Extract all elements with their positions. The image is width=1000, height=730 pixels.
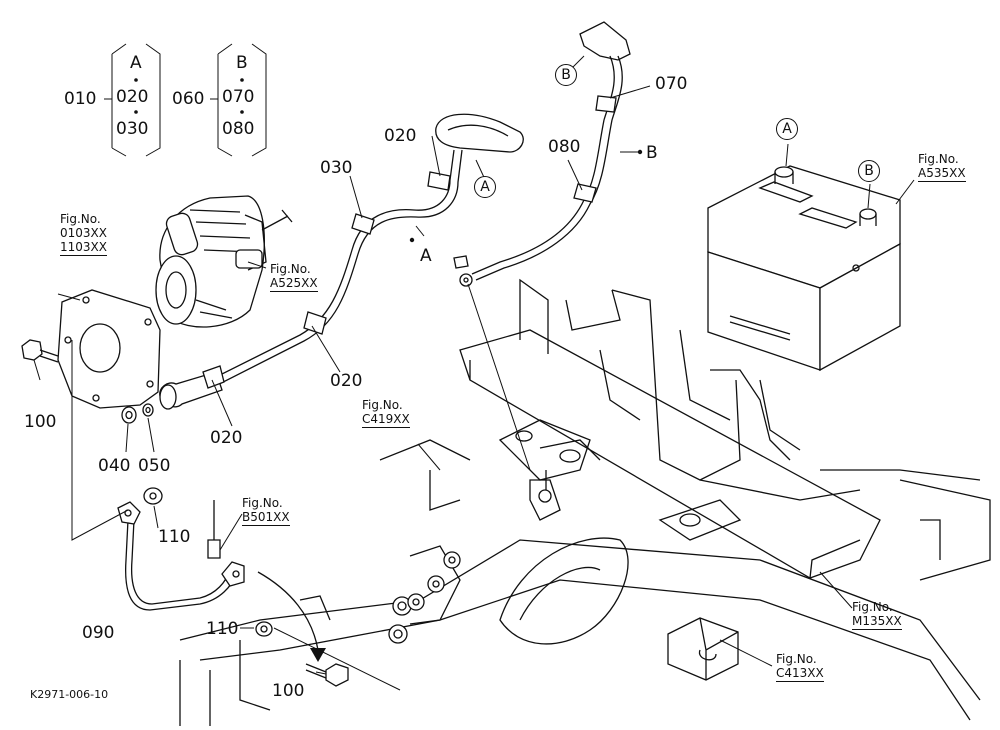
cable-b [453, 21, 631, 287]
callout-090: 090 [82, 623, 115, 643]
group-010-bracket [104, 43, 161, 157]
battery [707, 165, 901, 372]
bolt-100-left [21, 339, 59, 363]
circle-marker-a-cable: A [474, 176, 496, 198]
callout-050: 050 [138, 456, 171, 476]
callout-100-left: 100 [24, 412, 57, 432]
callout-030: 030 [320, 158, 353, 178]
callout-020-low: 020 [210, 428, 243, 448]
callout-100-bottom: 100 [272, 681, 305, 701]
starter-motor [155, 195, 293, 328]
nuts-110 [143, 487, 273, 637]
install-arrow [257, 571, 319, 651]
callout-020-top: 020 [384, 126, 417, 146]
letter-a-cable: A [420, 246, 432, 266]
bolt-100-bottom [305, 663, 349, 687]
group-010-letter: A [130, 53, 142, 73]
letter-b-cable: B [646, 143, 658, 163]
letter-b-cable-dot [637, 149, 643, 155]
fig-ref-starter: Fig.No. A525XX [270, 262, 318, 292]
callout-110-lower: 110 [206, 619, 239, 639]
callout-020-mid: 020 [330, 371, 363, 391]
group-010-code: 010 [64, 89, 97, 109]
fig-ref-battery: Fig.No. A535XX [918, 152, 966, 182]
washers-040-050 [121, 403, 154, 424]
fig-ref-engine-plate: Fig.No. 0103XX 1103XX [60, 212, 107, 256]
circle-marker-b-battery: B [858, 160, 880, 182]
letter-a-cable-dot [409, 237, 415, 243]
engine-plate [57, 289, 161, 409]
group-060-bracket [210, 43, 267, 157]
frame-fasteners [388, 551, 461, 644]
ground-cable-090 [117, 501, 245, 611]
circle-marker-b-cable: B [555, 64, 577, 86]
cable-a [159, 113, 524, 410]
fig-ref-battery-holder: Fig.No. C413XX [776, 652, 824, 682]
group-060-code: 060 [172, 89, 205, 109]
fig-ref-frame: Fig.No. M135XX [852, 600, 902, 630]
callout-040: 040 [98, 456, 131, 476]
fig-ref-ground-wire: Fig.No. B501XX [242, 496, 290, 526]
fig-ref-frame-bracket: Fig.No. C419XX [362, 398, 410, 428]
ground-wire-connector [207, 500, 221, 559]
callout-070: 070 [655, 74, 688, 94]
battery-holder [667, 617, 739, 681]
callout-080: 080 [548, 137, 581, 157]
leader-lines [33, 55, 915, 691]
group-060-letter: B [236, 53, 248, 73]
group-010-part-1: 020 [116, 87, 149, 107]
diagram-code: K2971-006-10 [30, 688, 109, 701]
group-010-part-2: 030 [116, 119, 149, 139]
circle-marker-a-battery: A [776, 118, 798, 140]
frame-structure [179, 278, 991, 726]
callout-110-upper: 110 [158, 527, 191, 547]
group-060-part-1: 070 [222, 87, 255, 107]
group-060-part-2: 080 [222, 119, 255, 139]
